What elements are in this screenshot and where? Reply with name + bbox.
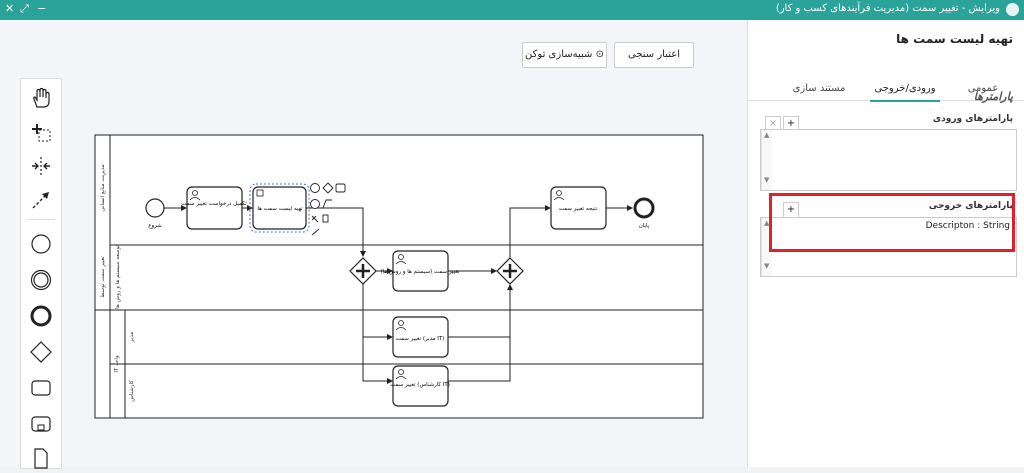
start-event-label: شروع — [148, 223, 162, 229]
pool-label: تغییر سمت توسط — [100, 256, 106, 298]
simulation-icon: ⊙ — [595, 49, 604, 60]
subprocess-icon[interactable] — [21, 409, 61, 439]
tab-documentation[interactable]: مستند سازی — [792, 83, 846, 94]
token-simulation-button[interactable]: ⊙ شبیه‌سازی توکن — [522, 42, 607, 68]
intermediate-event-icon[interactable] — [21, 265, 61, 295]
validate-button[interactable]: اعتبار سنجی — [614, 42, 694, 68]
task-positions-list[interactable] — [252, 186, 307, 230]
panel-title: تهیه لیست سمت ها — [896, 32, 1013, 46]
app-icon — [1006, 3, 1019, 16]
end-event-icon[interactable] — [21, 301, 61, 331]
gateway-icon[interactable] — [21, 337, 61, 367]
task-it-expert-label: تغییر سمت (کارشناس IT) — [390, 381, 450, 388]
task-request-label: تکمیل درخواست تغییر سمت — [181, 200, 247, 207]
input-parameters-list[interactable]: ▲▼ — [760, 129, 1017, 191]
bpmn-diagram: مدیریت منابع انسانی توسعه سیستم ها و روش… — [94, 134, 704, 419]
title-bar: ✕ ⤢ − ویرایش - تغییر سمت (مدیریت فرآینده… — [0, 0, 1024, 20]
lane-manager-label: مدیر — [129, 332, 135, 343]
start-event[interactable] — [145, 198, 165, 218]
task-icon[interactable] — [21, 373, 61, 403]
start-event-icon[interactable] — [21, 229, 61, 259]
output-parameters-label: پارامترهای خروجی — [928, 201, 1013, 211]
panel-tabs: عمومی ورودی/خروجی مستند سازی — [748, 78, 1024, 102]
end-event-label: پایان — [639, 223, 650, 229]
task-result-label: نتیجه تغییر سمت — [559, 206, 598, 212]
window-title: ویرایش - تغییر سمت (مدیریت فرآیندهای کسب… — [775, 3, 1000, 14]
maximize-icon[interactable]: ⤢ — [20, 2, 29, 15]
tab-input-output[interactable]: ورودی/خروجی — [870, 78, 940, 102]
tab-general[interactable]: عمومی — [967, 83, 999, 94]
highlight-box — [769, 193, 1015, 252]
parameters-section-title: پارامترها — [973, 90, 1013, 103]
lasso-tool-icon[interactable] — [21, 117, 61, 147]
tool-palette — [20, 78, 62, 469]
lane-systems-label: توسعه سیستم ها و روش ها — [115, 245, 121, 309]
task-positions-list-label: تهیه لیست سمت ها — [257, 206, 303, 212]
input-parameters-label: پارامترهای ورودی — [932, 114, 1013, 124]
task-it-expert[interactable] — [392, 365, 449, 407]
input-scrollbar[interactable]: ▲▼ — [761, 130, 772, 190]
minimize-icon[interactable]: − — [37, 2, 47, 15]
output-scrollbar[interactable]: ▲▼ — [761, 218, 772, 276]
task-it-manager[interactable] — [392, 316, 449, 358]
data-object-icon[interactable] — [21, 443, 61, 473]
token-simulation-label: شبیه‌سازی توکن — [525, 49, 593, 60]
task-systems-label: تغییر سمت (سیستم ها و روش ها) — [381, 269, 460, 275]
space-tool-icon[interactable] — [21, 151, 61, 181]
lane-hr-label: مدیریت منابع انسانی — [100, 164, 106, 211]
selection-outline — [249, 183, 310, 233]
task-request[interactable] — [186, 186, 243, 230]
context-pad[interactable] — [310, 182, 346, 236]
connect-tool-icon[interactable] — [21, 185, 61, 215]
end-event[interactable] — [633, 197, 655, 219]
lane-it-label: IT واحد — [114, 355, 120, 373]
hand-tool-icon[interactable] — [21, 83, 61, 113]
lane-expert-label: کارشناس — [128, 380, 135, 402]
close-icon[interactable]: ✕ — [5, 2, 15, 15]
output-parameter-item[interactable]: Descripton : String — [925, 221, 1010, 231]
task-result[interactable] — [550, 186, 607, 230]
task-systems[interactable] — [392, 250, 449, 292]
properties-panel: تهیه لیست سمت ها عمومی ورودی/خروجی مستند… — [747, 20, 1024, 467]
output-parameters-list[interactable]: ▲▼ Descripton : String — [760, 217, 1017, 277]
task-it-manager-label: تغییر سمت (مدیر IT) — [396, 336, 445, 342]
